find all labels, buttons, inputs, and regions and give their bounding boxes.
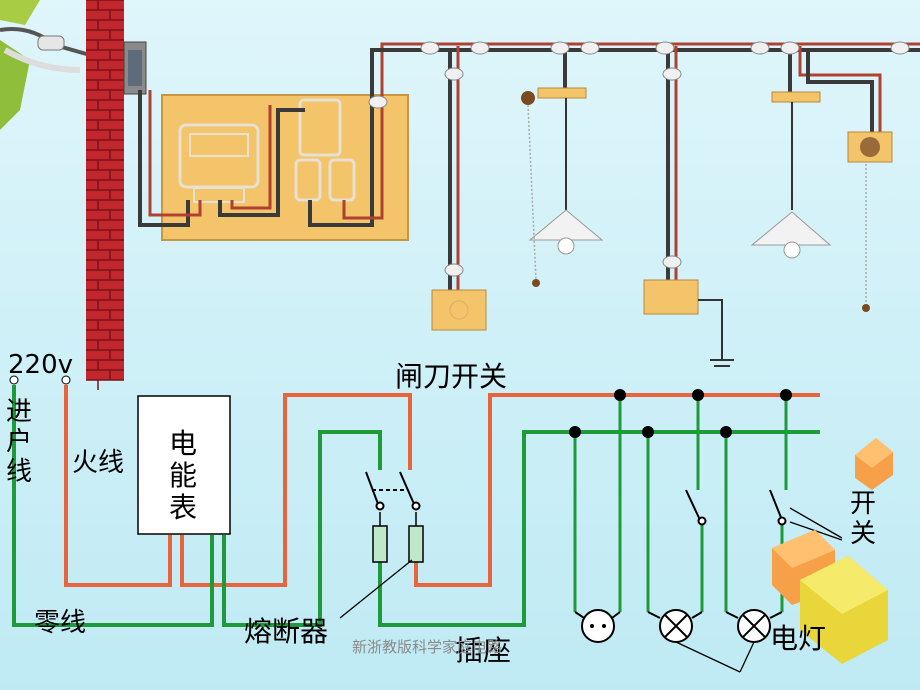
pendant-lamp-1-illustration — [521, 87, 604, 287]
junction-dots — [569, 389, 792, 438]
circuit-wires — [12, 385, 820, 627]
socket-1-illustration — [431, 289, 487, 331]
service-box-inner — [128, 50, 142, 86]
brick-wall — [86, 0, 124, 390]
incoming-line-char: 线 — [5, 456, 32, 487]
switch-label: 开 关 — [848, 489, 878, 550]
meter-label-char: 表 — [168, 491, 197, 525]
lamp-switch-symbols — [685, 489, 787, 526]
decorative-cubes — [772, 438, 893, 664]
knife-switch-symbol — [365, 471, 421, 511]
meter-label: 电 能 表 — [168, 427, 198, 525]
meter-box — [137, 395, 231, 535]
socket-2-illustration — [643, 279, 699, 315]
terminal-neutral — [9, 375, 19, 385]
fuse-label: 熔断器 — [244, 615, 329, 648]
switch-label-char: 关 — [849, 518, 876, 549]
tree-foliage — [0, 0, 40, 130]
voltage-label: 220v — [8, 350, 74, 380]
pendant-lamp-2-illustration — [750, 91, 870, 312]
ground-symbol — [698, 299, 734, 367]
footer-caption: 新浙教版科学家庭电路 — [352, 638, 503, 656]
lamp-label: 电灯 — [770, 622, 827, 655]
neutral-wire-label: 零线 — [34, 608, 87, 638]
socket-label: 插座 — [455, 634, 512, 667]
wall-switch-illustration — [847, 131, 893, 163]
meter-label-char: 电 — [168, 427, 197, 460]
fuse-symbols — [372, 512, 424, 563]
incoming-line-char: 进 — [5, 397, 32, 427]
lamp-symbols — [647, 609, 783, 643]
meter-label-char: 能 — [168, 459, 197, 493]
meter-panel-illustration — [138, 48, 409, 241]
ceiling-wiring — [368, 41, 920, 290]
socket-1-face — [449, 300, 469, 320]
incoming-line-label: 进 户 线 — [4, 397, 34, 488]
live-wire-label: 火线 — [72, 448, 125, 478]
switch-label-char: 开 — [849, 489, 876, 519]
socket-symbol — [574, 609, 621, 643]
knife-switch-label: 闸刀开关 — [395, 360, 508, 393]
terminal-live — [61, 375, 71, 385]
incoming-cable — [0, 27, 91, 73]
incoming-line-char: 户 — [5, 426, 32, 457]
